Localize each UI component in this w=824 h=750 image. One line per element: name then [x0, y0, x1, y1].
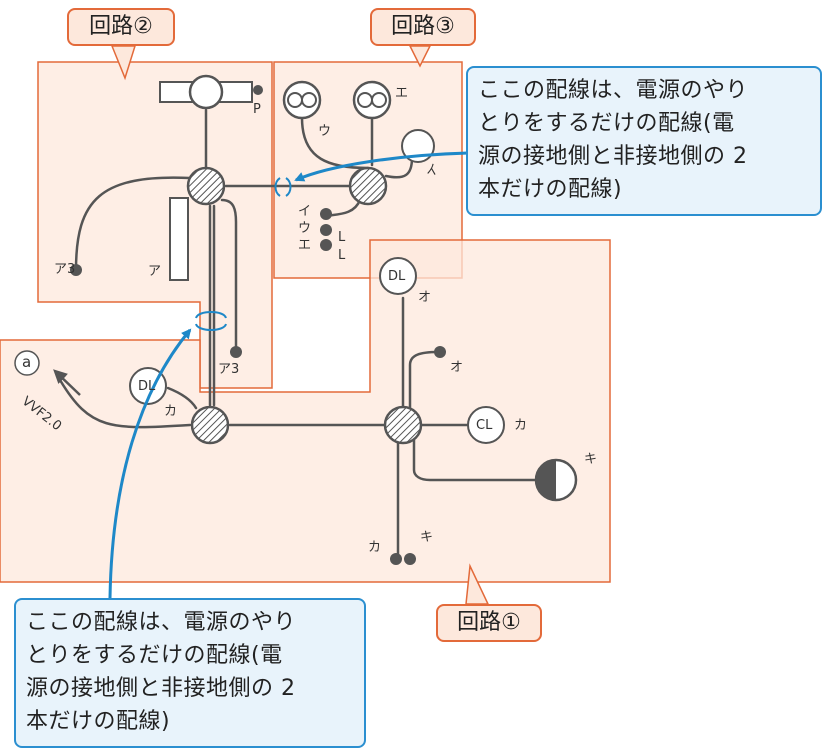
label-u-light: ウ [318, 124, 332, 139]
wires [58, 108, 542, 558]
switch-a3-left-dot [70, 264, 82, 276]
label-dl-left: DL [138, 379, 156, 394]
ceiling-light-cl [467, 406, 505, 444]
junction-box-3 [348, 166, 388, 206]
pendant-fluorescent-p [159, 74, 263, 110]
label-o-top: オ [418, 290, 432, 305]
wire-box3-i [384, 156, 414, 179]
label-o-sw: オ [450, 360, 464, 375]
junction-box-main [383, 405, 423, 445]
wire-a-to-box1 [58, 378, 192, 429]
junction-box-1 [190, 405, 230, 445]
label-u-sw: ウ [298, 221, 312, 236]
label-a3-bottom: ア3 [218, 362, 240, 377]
outlet-o-dot [434, 346, 446, 358]
power-source-a [14, 350, 40, 376]
highlight-ring-bottom [195, 311, 227, 331]
label-ka-left: カ [164, 404, 178, 419]
label-p: P [253, 102, 261, 117]
circuit1-region [0, 239, 611, 583]
highlight-ring-top [274, 177, 292, 197]
circuit2-tag-pointer [110, 45, 137, 81]
label-e-sw: エ [298, 238, 312, 253]
label-e-light: エ [395, 86, 409, 101]
label-ki-light: キ [584, 452, 598, 467]
label-ki-sw: キ [420, 530, 434, 545]
light-u [282, 80, 322, 120]
downlight-top [379, 257, 417, 295]
junction-box-2 [186, 166, 226, 206]
label-a3-left: ア3 [54, 262, 76, 277]
label-i-sw: イ [298, 204, 312, 219]
wire-dl-left [166, 386, 198, 410]
label-L1: L [338, 230, 346, 245]
wire-main-o [408, 350, 440, 410]
wire-box2-a3-left [74, 176, 192, 272]
wire-box3-u [300, 116, 370, 170]
switch-a-rect [169, 197, 189, 281]
light-ki [534, 458, 578, 502]
label-dl-top: DL [388, 269, 406, 284]
label-cl: CL [476, 418, 493, 433]
label-L2: L [338, 248, 346, 263]
light-e [352, 80, 392, 120]
circuit3-tag-pointer [408, 45, 432, 68]
outlet-p-dot [253, 85, 263, 95]
label-source-a: a [22, 353, 32, 371]
switch-a3-bottom-dot [230, 346, 242, 358]
source-arrow [53, 369, 81, 396]
circuit3-tag: 回路③ [370, 8, 476, 46]
switches-iue [320, 208, 332, 251]
callout-top-right: ここの配線は、電源のやり とりをするだけの配線(電 源の接地側と非接地側の 2 … [466, 66, 822, 216]
label-ka-sw: カ [368, 540, 382, 555]
callout-arrow-bottom [108, 328, 192, 599]
label-a-switch: ア [148, 264, 162, 279]
label-ka-cl: カ [514, 418, 528, 433]
circuit1-tag: 回路① [436, 604, 542, 642]
wire-box2-a3-bottom [220, 198, 238, 352]
wire-main-ki-light [412, 438, 542, 482]
callout-arrow-top [294, 151, 469, 182]
switches-ka-ki [390, 553, 416, 565]
callout-bottom-left: ここの配線は、電源のやり とりをするだけの配線(電 源の接地側と非接地側の 2 … [14, 598, 366, 748]
circuit2-tag: 回路② [67, 8, 175, 46]
